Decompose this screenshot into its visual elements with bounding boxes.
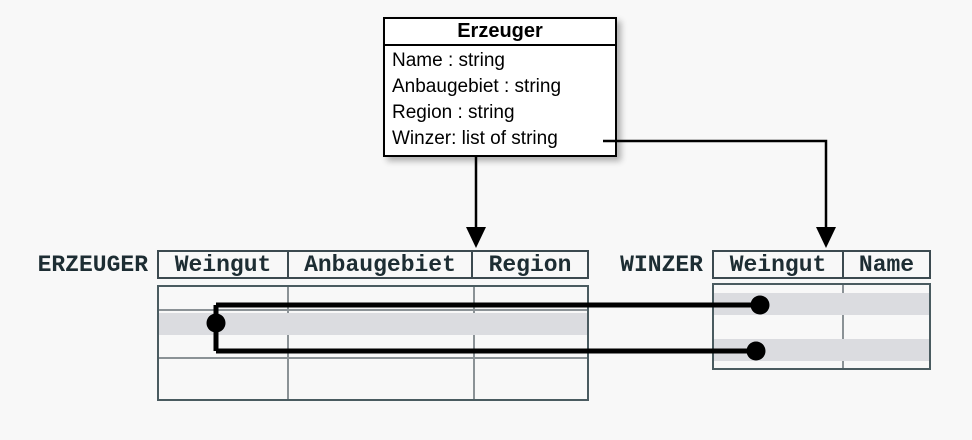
uml-class-box-erzeuger: Erzeuger Name : string Anbaugebiet : str… [383, 17, 617, 157]
highlighted-row [159, 313, 587, 335]
row-divider [159, 309, 587, 311]
column-divider [473, 287, 475, 399]
column-header-name: Name [842, 252, 929, 277]
table-body-erzeuger [157, 285, 589, 401]
arrowhead-down-icon [466, 227, 486, 248]
table-header-erzeuger: Weingut Anbaugebiet Region [157, 250, 589, 279]
highlighted-row [714, 339, 929, 361]
class-title: Erzeuger [385, 19, 615, 46]
arrowhead-down-icon [816, 227, 836, 248]
class-attribute-region: Region : string [392, 102, 515, 123]
column-header-region: Region [471, 252, 587, 277]
class-attribute-winzer: Winzer: list of string [392, 128, 558, 149]
column-header-weingut: Weingut [729, 252, 827, 277]
column-header-weingut: Weingut [174, 252, 272, 277]
table-label-winzer: WINZER [620, 252, 703, 278]
highlighted-row [714, 293, 929, 315]
class-attribute-anbaugebiet: Anbaugebiet : string [392, 76, 562, 97]
table-label-erzeuger: ERZEUGER [37, 252, 148, 278]
class-attribute-list: Name : string Anbaugebiet : string Regio… [385, 46, 615, 152]
column-divider [842, 285, 844, 368]
arrow-winzer-attribute-to-winzer-table [603, 139, 836, 248]
row-divider [159, 357, 587, 359]
column-header-anbaugebiet: Anbaugebiet [287, 252, 471, 277]
column-divider [287, 287, 289, 399]
table-header-winzer: Weingut Name [712, 250, 931, 279]
arrow-class-to-erzeuger-table [466, 156, 486, 248]
table-body-winzer [712, 283, 931, 370]
class-attribute-name: Name : string [392, 50, 505, 71]
